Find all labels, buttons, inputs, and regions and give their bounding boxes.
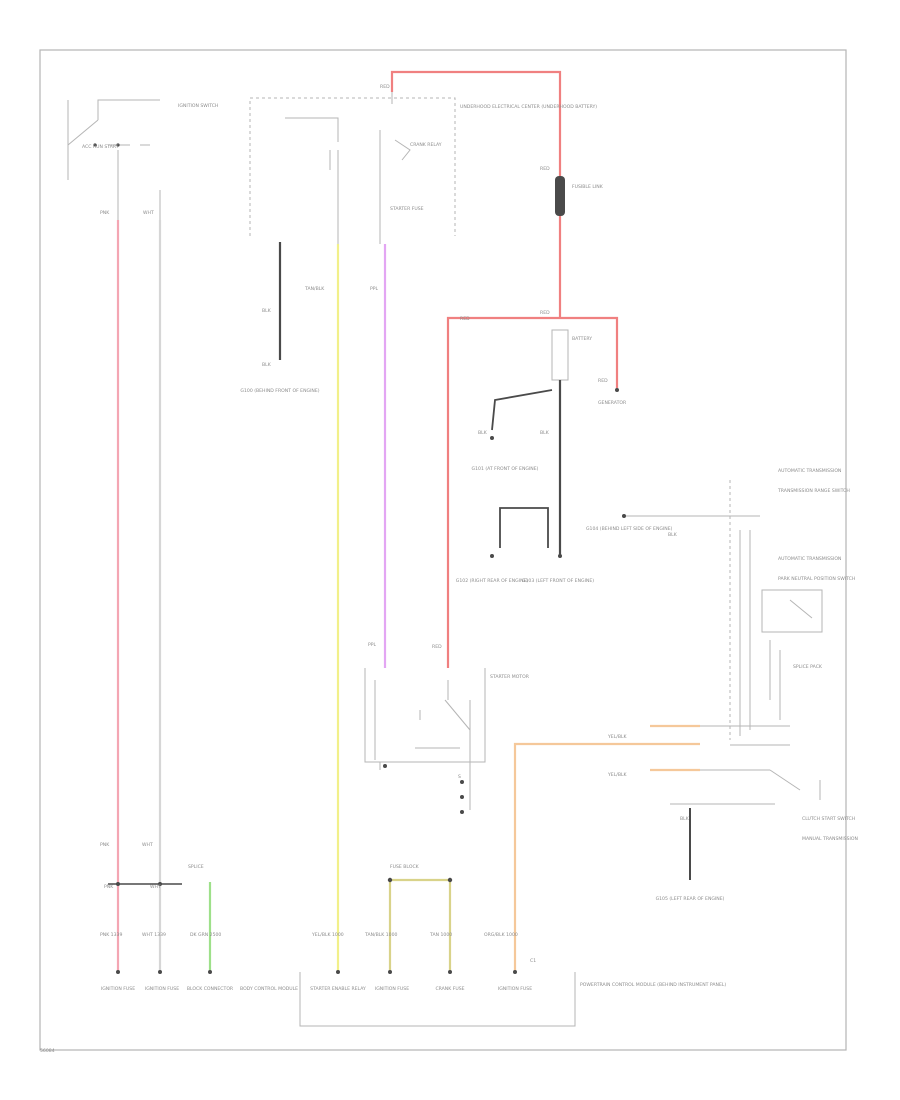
label-ignition-contacts: ACC RUN START [82, 144, 119, 150]
label-g105: G105 (LEFT REAR OF ENGINE) [656, 896, 725, 902]
underhood-center-box [249, 97, 456, 236]
label-yel-bottom: YEL/BLK 1000 [311, 932, 344, 938]
diagram-frame [39, 49, 847, 1051]
label-conn5: IGNITION FUSE [375, 986, 409, 992]
label-fusible-link: FUSIBLE LINK [572, 184, 604, 190]
label-pcm: POWERTRAIN CONTROL MODULE (BEHIND INSTRU… [580, 982, 726, 988]
label-ign-out1: PNK [100, 210, 110, 216]
label-lower-pnk-c: PNK [104, 884, 114, 890]
starter-solenoid-box [364, 668, 486, 770]
label-gnd-g100: G100 (BEHIND FRONT OF ENGINE) [240, 388, 319, 394]
label-starter-motor: STARTER MOTOR [490, 674, 530, 680]
label-park-neutral: PARK NEUTRAL POSITION SWITCH [778, 576, 855, 582]
battery-ground-branch [491, 389, 553, 431]
label-lower-wht: WHT [142, 842, 153, 848]
clutch-switch [700, 769, 821, 800]
label-red-starter-top: RED [460, 316, 470, 322]
trans-contacts [700, 640, 790, 746]
tan-wire [388, 878, 452, 972]
label-battery: BATTERY [572, 336, 592, 342]
label-ppl-lower: PPL [368, 642, 377, 648]
ignition-switch-symbol [67, 99, 161, 220]
park-neutral-switch [761, 589, 823, 633]
label-tan-bottom2: TAN 1000 [429, 932, 452, 938]
label-blk-l: BLK [478, 430, 488, 436]
label-crank-relay: CRANK RELAY [410, 142, 442, 148]
label-bcm: BODY CONTROL MODULE [240, 986, 298, 992]
label-conn6: CRANK FUSE [435, 986, 464, 992]
label-auto-trans2: AUTOMATIC TRANSMISSION [778, 556, 841, 562]
label-conn3: BLOCK CONNECTOR [187, 986, 234, 992]
label-starter-fuse: STARTER FUSE [390, 206, 424, 212]
ground-branch-2 [499, 507, 549, 548]
label-blk-r: BLK [540, 430, 550, 436]
bottom-module-box [299, 972, 576, 1027]
label-clutch-start: CLUTCH START SWITCH [802, 816, 855, 822]
label-gnd-g102: G102 (RIGHT REAR OF ENGINE) [456, 578, 529, 584]
label-gnd-g104: G104 (BEHIND LEFT SIDE OF ENGINE) [586, 526, 673, 532]
red-wire-to-generator [560, 316, 619, 388]
label-ignition-switch: IGNITION SWITCH [178, 103, 218, 109]
label-red-top: RED [380, 84, 390, 90]
label-fuse-block: FUSE BLOCK [390, 864, 420, 870]
figure-id: 56084 [40, 1048, 55, 1054]
label-org-bottom: ORG/BLK 1000 [484, 932, 518, 938]
label-yel-blk-a: YEL/BLK [607, 734, 628, 740]
label-generator: GENERATOR [598, 400, 627, 406]
label-dkgrn-bottom: DK GRN 2500 [190, 932, 221, 938]
label-lower-pnk: PNK [100, 842, 110, 848]
red-wire-top [390, 70, 562, 176]
red-wire-to-starter [446, 316, 560, 668]
label-auto-trans: AUTOMATIC TRANSMISSION [778, 468, 841, 474]
label-manual-trans: MANUAL TRANSMISSION [802, 836, 858, 842]
label-c1: C1 [530, 958, 536, 964]
label-red-batt: RED [540, 310, 550, 316]
label-ppl: PPL [370, 286, 379, 292]
label-blk-g105b: BLK [680, 816, 690, 822]
label-gnd-g101: G101 (AT FRONT OF ENGINE) [472, 466, 539, 472]
label-wht-bottom: WHT 1339 [142, 932, 166, 938]
battery-symbol [551, 329, 569, 381]
label-conn1: IGNITION FUSE [101, 986, 135, 992]
label-trans-range: TRANSMISSION RANGE SWITCH [777, 488, 850, 494]
label-gnd-g103: G103 (LEFT FRONT OF ENGINE) [522, 578, 594, 584]
label-red-gen: RED [598, 378, 608, 384]
label-red-mid: RED [540, 166, 550, 172]
label-conn4: STARTER ENABLE RELAY [310, 986, 366, 992]
label-splice-c: SPLICE PACK [793, 664, 823, 670]
label-blk-g105: BLK [668, 532, 678, 538]
label-lower-wht-c: WHT [150, 884, 161, 890]
label-red-starter: RED [432, 644, 442, 650]
label-tan-bottom: TAN/BLK 1000 [364, 932, 398, 938]
label-conn2: IGNITION FUSE [145, 986, 179, 992]
fusible-link-icon [555, 176, 565, 216]
label-tan-blk: TAN/BLK [304, 286, 325, 292]
label-bec: UNDERHOOD ELECTRICAL CENTER (UNDERHOOD B… [460, 104, 597, 110]
label-conn7: IGNITION FUSE [498, 986, 532, 992]
label-splice-top: SPLICE [188, 864, 204, 870]
label-pnk-bottom: PNK 1339 [100, 932, 122, 938]
crank-relay [285, 92, 411, 244]
starter-switch [415, 680, 471, 810]
label-blk-pin2: BLK [262, 362, 272, 368]
label-blk-pin: BLK [262, 308, 272, 314]
label-s: S [458, 774, 461, 780]
orange-wire-1 [513, 742, 700, 972]
label-yel-blk-b: YEL/BLK [607, 772, 628, 778]
label-ign-out2: WHT [143, 210, 154, 216]
